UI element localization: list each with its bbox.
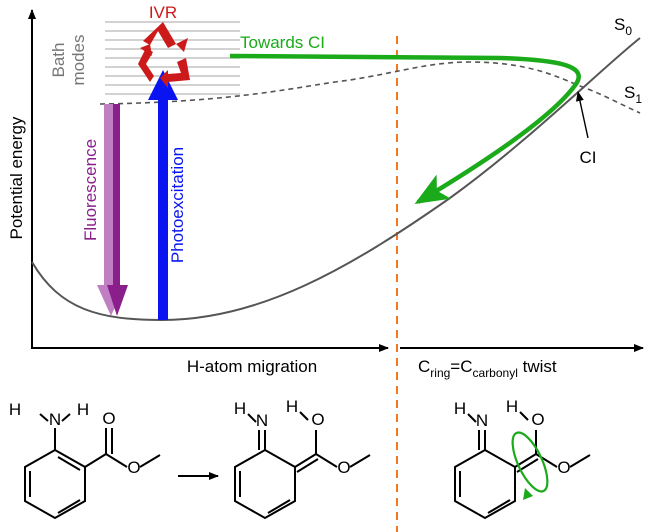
svg-text:O: O: [337, 458, 350, 477]
ci-label: CI: [580, 148, 597, 167]
molecule-middle-atoms: H N H O O: [234, 397, 351, 477]
svg-text:O: O: [311, 410, 324, 429]
svg-text:O: O: [557, 458, 570, 477]
bath-modes: [105, 21, 240, 95]
svg-text:H: H: [77, 400, 89, 419]
svg-text:O: O: [102, 409, 115, 428]
svg-text:N: N: [476, 411, 488, 430]
s1-curve: [99, 61, 641, 114]
ci-pointer: [576, 91, 589, 139]
molecule-left: [24, 413, 161, 520]
towards-ci-label: Towards CI: [240, 33, 325, 52]
molecule-middle: [234, 411, 371, 520]
fluorescence-label: Fluorescence: [81, 139, 100, 241]
svg-text:H: H: [9, 400, 21, 419]
towards-ci-arrow: [229, 53, 581, 205]
svg-text:H: H: [234, 399, 246, 418]
svg-text:H: H: [286, 397, 298, 416]
y-axis-label: Potential energy: [7, 116, 26, 239]
svg-text:O: O: [531, 410, 544, 429]
s0-curve: [31, 37, 641, 322]
molecule-left-atoms: H N H O O: [9, 400, 141, 477]
bath-modes-label-line2: modes: [69, 34, 88, 85]
s0-label: S0: [614, 15, 632, 38]
x-axis-label-left: H-atom migration: [187, 357, 317, 376]
photoexcitation-label: Photoexcitation: [168, 147, 187, 263]
rotation-arrowhead: [523, 488, 533, 500]
s1-label: S1: [624, 83, 642, 106]
svg-text:N: N: [49, 410, 61, 429]
fluorescence-arrow: [97, 104, 128, 316]
axes: Potential energy H-atom migration Cring=…: [7, 9, 644, 380]
photoexcitation-arrow: [148, 70, 178, 320]
molecule-right-atoms: H N H O O: [454, 397, 571, 477]
svg-text:H: H: [506, 397, 518, 416]
ivr-label: IVR: [149, 3, 177, 22]
rotation-arrow: [511, 431, 549, 493]
x-axis-label-right: Cring=Ccarbonyl twist: [418, 357, 557, 380]
svg-text:N: N: [256, 411, 268, 430]
recycle-icon: [138, 22, 190, 88]
svg-text:H: H: [454, 399, 466, 418]
svg-text:O: O: [127, 458, 140, 477]
bath-modes-label-line1: Bath: [49, 43, 68, 78]
